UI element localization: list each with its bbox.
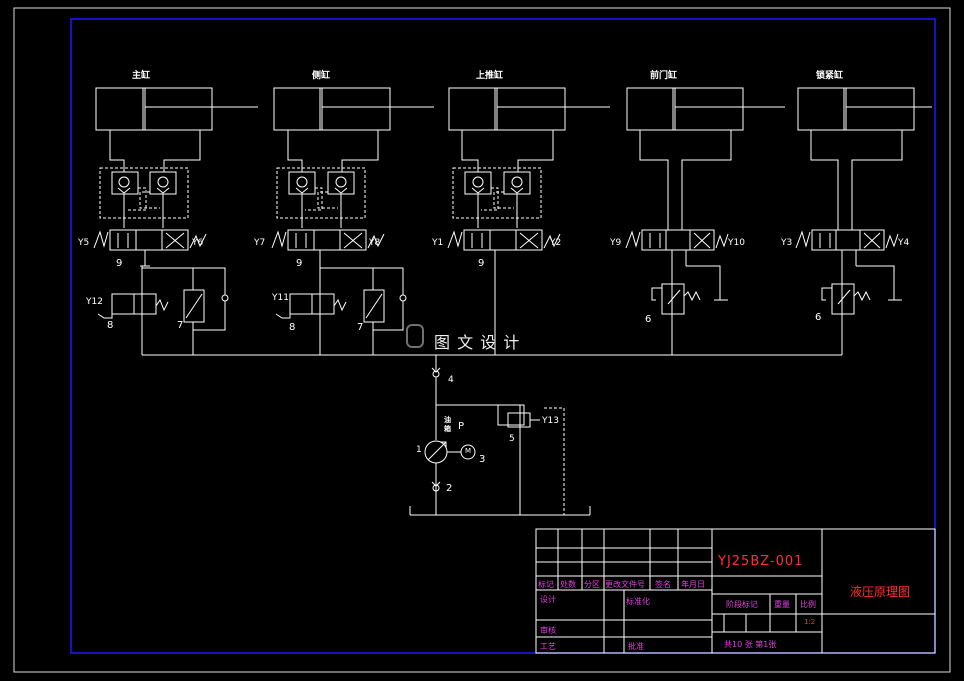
pilot-check-block-2: [276, 167, 366, 228]
valve-group-1: [97, 266, 229, 355]
cylinder-label-lock: 锁紧缸: [816, 69, 843, 81]
relief-valve-2: [821, 265, 902, 315]
pump-circuit: [409, 355, 591, 516]
cylinder-label-side: 侧缸: [312, 69, 330, 81]
drawing-frame: [70, 18, 936, 654]
cylinder-side: 侧缸: [273, 69, 434, 172]
directional-valve-3: [447, 229, 561, 355]
cylinder-lock: 锁紧缸: [797, 69, 932, 230]
relief-valve-1: [651, 265, 728, 315]
cylinder-label-main: 主缸: [132, 69, 150, 81]
pilot-check-block-1: [99, 167, 189, 228]
directional-valve-1: [93, 229, 207, 267]
outer-border: [13, 7, 951, 673]
directional-valve-2: [271, 229, 385, 266]
pilot-check-block-3: [452, 167, 542, 228]
title-block: [535, 528, 936, 654]
cylinder-label-door: 前门缸: [650, 69, 677, 81]
cylinder-push-up: 上推缸: [448, 69, 610, 172]
cylinder-main: 主缸: [95, 69, 258, 172]
valve-group-2: [275, 266, 407, 355]
cylinder-front-door: 前门缸: [626, 69, 785, 230]
directional-valve-4: [625, 229, 729, 355]
cylinder-label-push: 上推缸: [476, 69, 503, 81]
directional-valve-5: [795, 229, 899, 355]
